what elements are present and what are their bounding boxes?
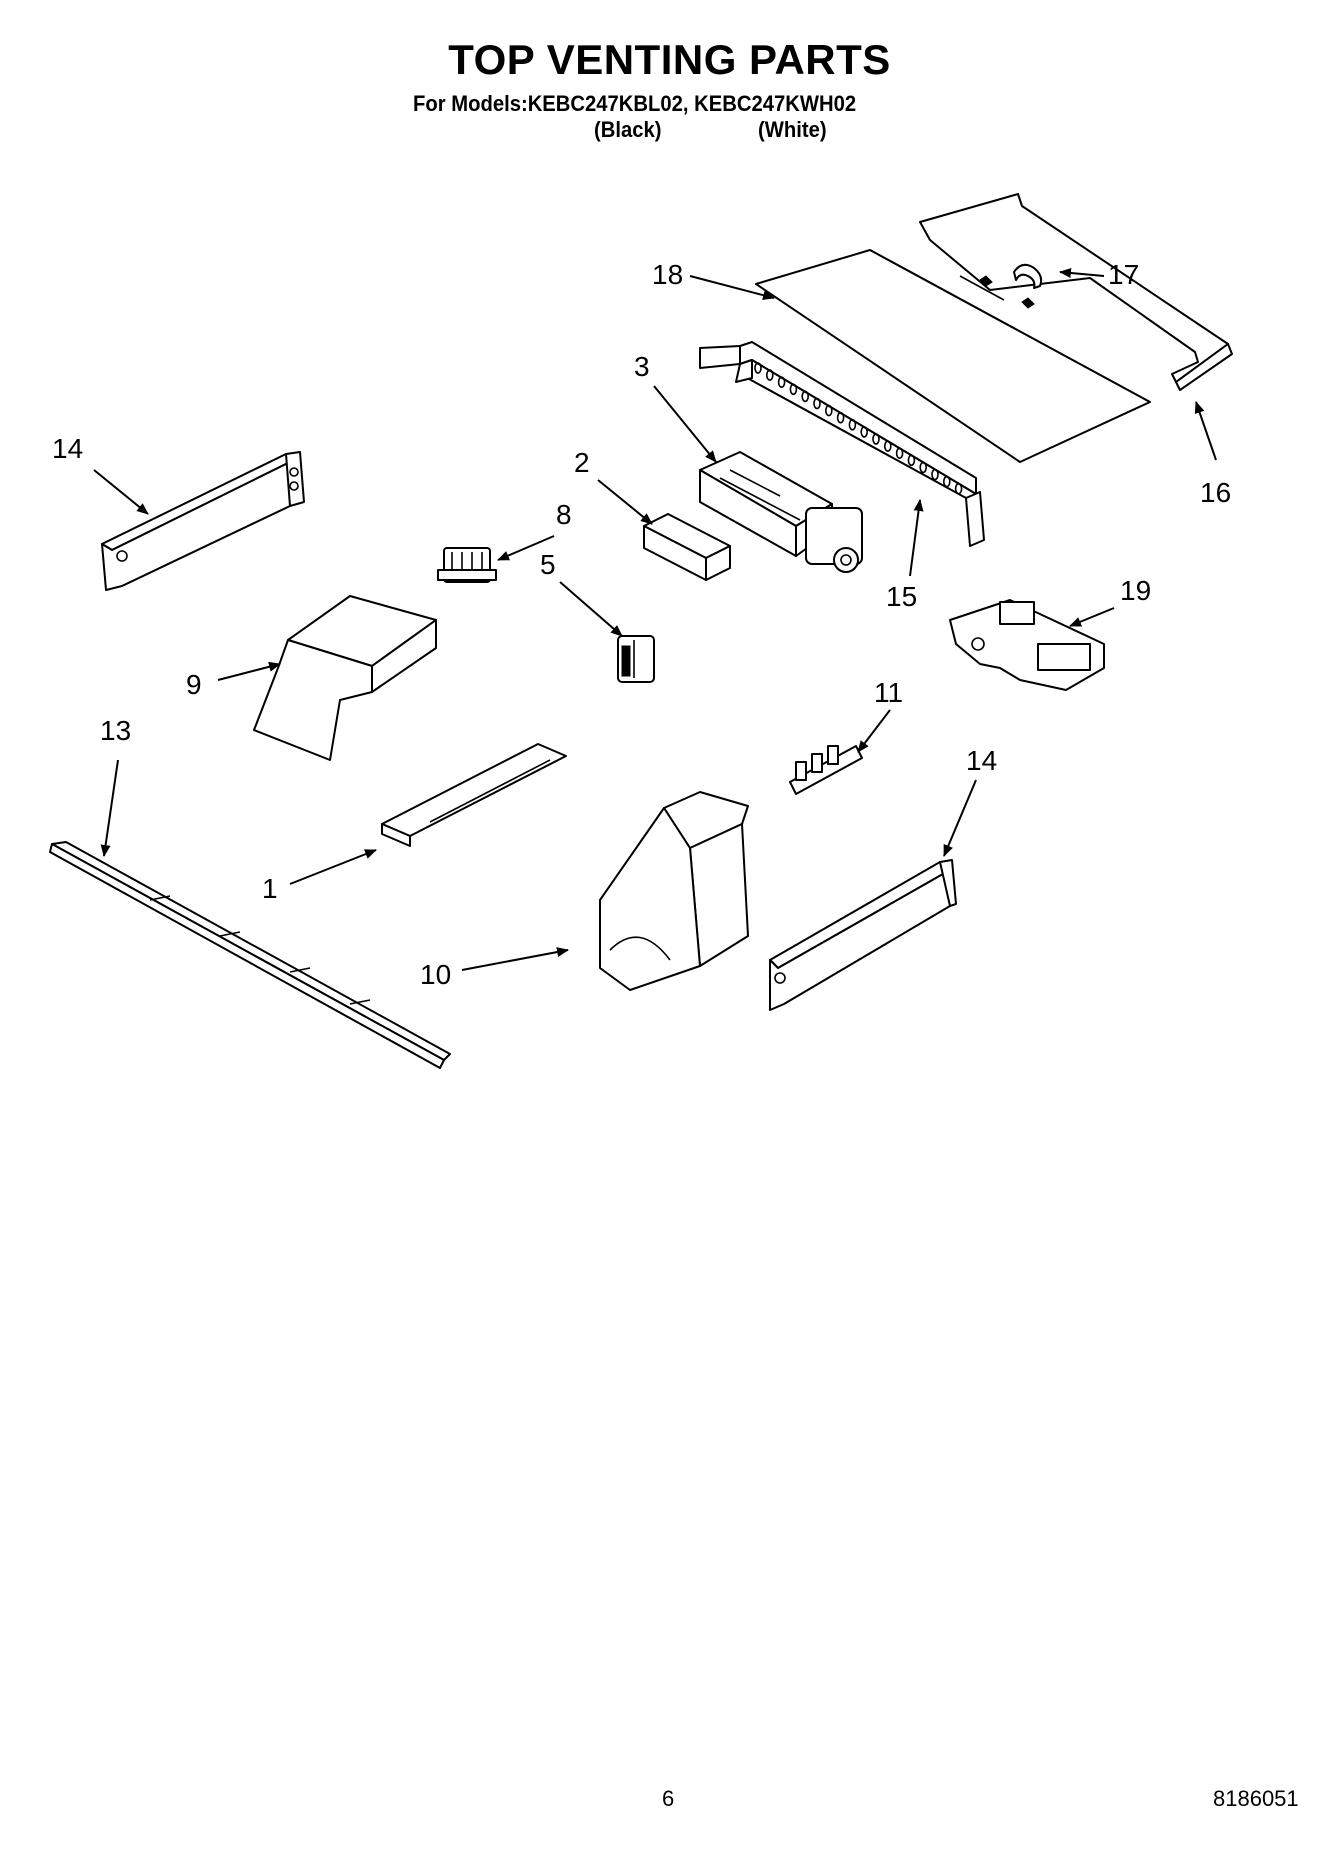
- callout-10: 10: [420, 959, 451, 990]
- vent-slot: [931, 468, 939, 481]
- vent-slot: [801, 390, 810, 403]
- callout-1: 1: [262, 873, 278, 904]
- vent-slot: [895, 447, 904, 460]
- vent-slot: [813, 397, 821, 410]
- vent-slot: [836, 411, 845, 424]
- color-label-black: (Black): [594, 117, 662, 142]
- vent-slot: [789, 383, 798, 396]
- callout-16: 16: [1200, 477, 1231, 508]
- part-17-clip: [1013, 263, 1043, 289]
- document-number: 8186051: [1213, 1786, 1299, 1811]
- vent-slot: [824, 404, 833, 417]
- part-10-duct-shroud: [599, 791, 749, 991]
- part-19-bracket-plate: [949, 599, 1105, 691]
- vent-slot: [848, 418, 857, 431]
- callout-14-upper: 14: [52, 433, 83, 464]
- callout-14-lower: 14: [966, 745, 997, 776]
- vent-slot: [919, 461, 928, 474]
- vent-slot: [860, 426, 869, 438]
- vent-slot: [754, 362, 762, 374]
- callout-15: 15: [886, 581, 917, 612]
- vent-slot: [942, 475, 951, 488]
- vent-slot: [872, 433, 880, 445]
- color-label-white: (White): [758, 117, 827, 142]
- callout-3: 3: [634, 351, 650, 382]
- part-14-side-rail-right: [769, 859, 957, 1011]
- part-13-long-rail: [49, 841, 451, 1069]
- callout-13: 13: [100, 715, 131, 746]
- part-11-terminal-block: [789, 745, 863, 795]
- callout-9: 9: [186, 669, 202, 700]
- vent-slot: [765, 369, 774, 381]
- part-1-flat-bar: [381, 743, 567, 847]
- callout-2: 2: [574, 447, 590, 478]
- vent-slot: [883, 440, 892, 452]
- models-line: For Models:KEBC247KBL02, KEBC247KWH02: [413, 91, 857, 116]
- page-title: TOP VENTING PARTS: [448, 36, 891, 83]
- part-18-vent-panel: [755, 249, 1151, 463]
- vent-slot: [907, 454, 916, 467]
- part-3-motor-assembly: [699, 451, 863, 573]
- part-9-duct: [253, 595, 437, 761]
- part-16-cover-panel: [919, 193, 1233, 391]
- callout-labels: 18 17 16 3 2 15 8 5 19 14 9 13 1 11 14 1…: [52, 259, 1231, 990]
- part-8-connector: [437, 547, 497, 583]
- part-2-insulation-block: [643, 513, 731, 581]
- vent-slot: [954, 482, 963, 495]
- part-15-perforated-bracket: [699, 341, 985, 547]
- leader-lines: [93, 268, 1217, 971]
- callout-18: 18: [652, 259, 683, 290]
- callout-11: 11: [874, 677, 903, 708]
- part-14-side-rail-left: [101, 451, 305, 591]
- callout-5: 5: [540, 549, 556, 580]
- callout-19: 19: [1120, 575, 1151, 606]
- callout-17: 17: [1108, 259, 1139, 290]
- vent-slot: [777, 376, 786, 389]
- callout-8: 8: [556, 499, 572, 530]
- page-number: 6: [662, 1786, 675, 1811]
- part-5-switch: [617, 635, 655, 683]
